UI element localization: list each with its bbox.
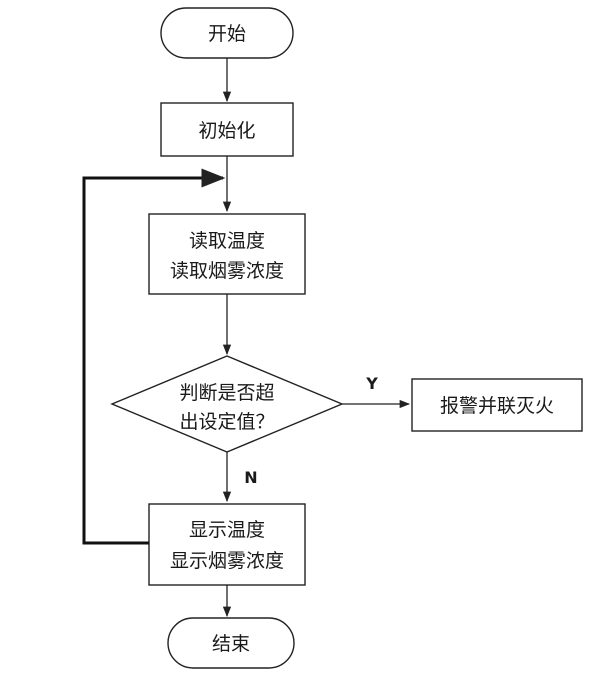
decision-node: 判断是否超 出设定值？ — [110, 355, 344, 453]
end-node: 结束 — [167, 617, 295, 669]
yes-label: Y — [365, 374, 378, 393]
alarm-node: 报警并联灭火 — [411, 378, 583, 432]
read-node: 读取温度 读取烟雾浓度 — [148, 213, 306, 295]
start-label: 开始 — [208, 23, 246, 45]
alarm-label: 报警并联灭火 — [440, 395, 554, 417]
start-node: 开始 — [160, 7, 294, 59]
edge-loop-back — [82, 168, 226, 545]
read-line1: 读取温度 — [189, 230, 265, 252]
read-line2: 读取烟雾浓度 — [170, 260, 284, 282]
end-label: 结束 — [212, 633, 250, 655]
display-node: 显示温度 显示烟雾浓度 — [148, 503, 306, 586]
display-line2: 显示烟雾浓度 — [170, 550, 284, 572]
init-node: 初始化 — [160, 102, 294, 157]
no-label: N — [244, 468, 257, 487]
decision-line2: 出设定值？ — [179, 411, 274, 433]
decision-line1: 判断是否超 — [179, 382, 274, 404]
display-line1: 显示温度 — [189, 519, 265, 541]
init-label: 初始化 — [198, 120, 255, 142]
